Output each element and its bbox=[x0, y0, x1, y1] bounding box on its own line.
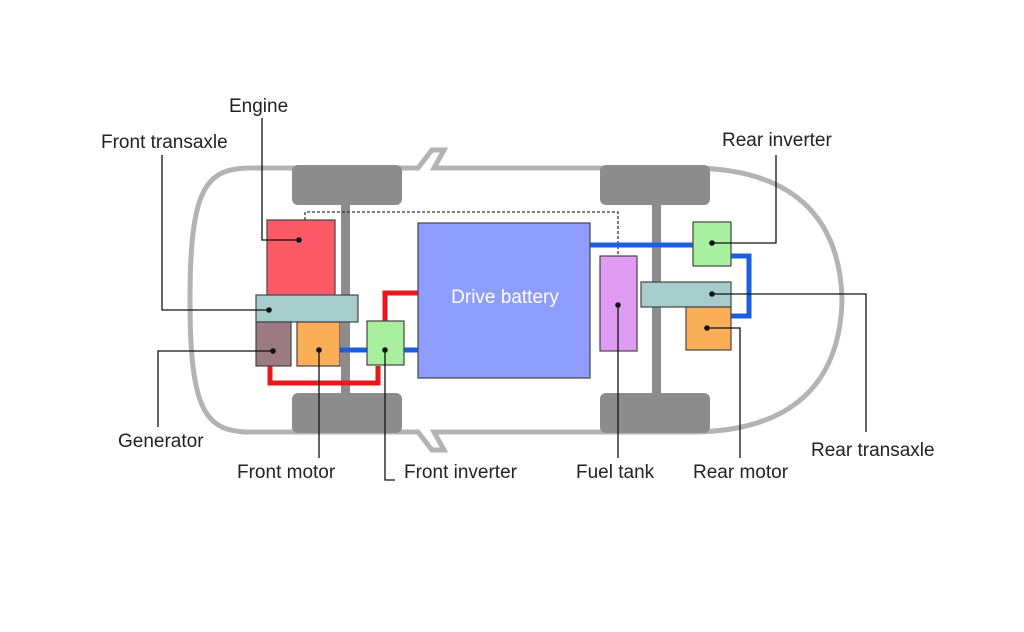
engine-leader bbox=[261, 118, 299, 241]
front-inverter-label: Front inverter bbox=[404, 462, 518, 483]
rear-transaxle-leader bbox=[712, 293, 867, 432]
front-motor-label: Front motor bbox=[237, 462, 336, 483]
generator-leader bbox=[157, 350, 273, 427]
rear-transaxle-label: Rear transaxle bbox=[811, 440, 935, 461]
drive-battery-label: Drive battery bbox=[451, 287, 559, 308]
blue-wire-rear-loop bbox=[731, 253, 752, 319]
engine-dot bbox=[296, 237, 302, 243]
fuel-line-dashed bbox=[304, 211, 619, 256]
car-body-outline bbox=[187, 147, 845, 453]
drive-battery-block bbox=[417, 222, 591, 379]
front-transaxle-label: Front transaxle bbox=[101, 132, 228, 153]
generator-block bbox=[255, 321, 292, 367]
front-transaxle-block bbox=[255, 294, 359, 323]
rear-inverter-label: Rear inverter bbox=[722, 130, 832, 151]
front-transaxle-leader bbox=[161, 155, 269, 311]
generator-label: Generator bbox=[118, 431, 204, 452]
generator-dot bbox=[270, 348, 276, 354]
front-inverter-leader bbox=[384, 350, 395, 481]
rear-motor-label: Rear motor bbox=[693, 462, 789, 483]
front-left-wheel bbox=[292, 165, 402, 205]
front-motor-dot bbox=[316, 347, 322, 353]
rear-left-wheel bbox=[600, 165, 710, 205]
engine-label: Engine bbox=[229, 96, 288, 117]
front-inverter-dot bbox=[382, 347, 388, 353]
rear-transaxle-dot bbox=[709, 291, 715, 297]
fuel-tank-label: Fuel tank bbox=[576, 462, 655, 483]
red-wire-battery-to-inverter bbox=[382, 290, 418, 322]
rear-motor-leader bbox=[707, 327, 741, 458]
fuel-tank-dot bbox=[615, 302, 621, 308]
red-wire-generator-loop bbox=[267, 365, 381, 386]
engine-block bbox=[266, 219, 336, 299]
front-transaxle-dot bbox=[266, 307, 272, 313]
rear-inverter-dot bbox=[709, 240, 715, 246]
rear-right-wheel bbox=[600, 393, 710, 433]
rear-inverter-leader bbox=[712, 155, 777, 244]
rear-motor-dot bbox=[704, 325, 710, 331]
